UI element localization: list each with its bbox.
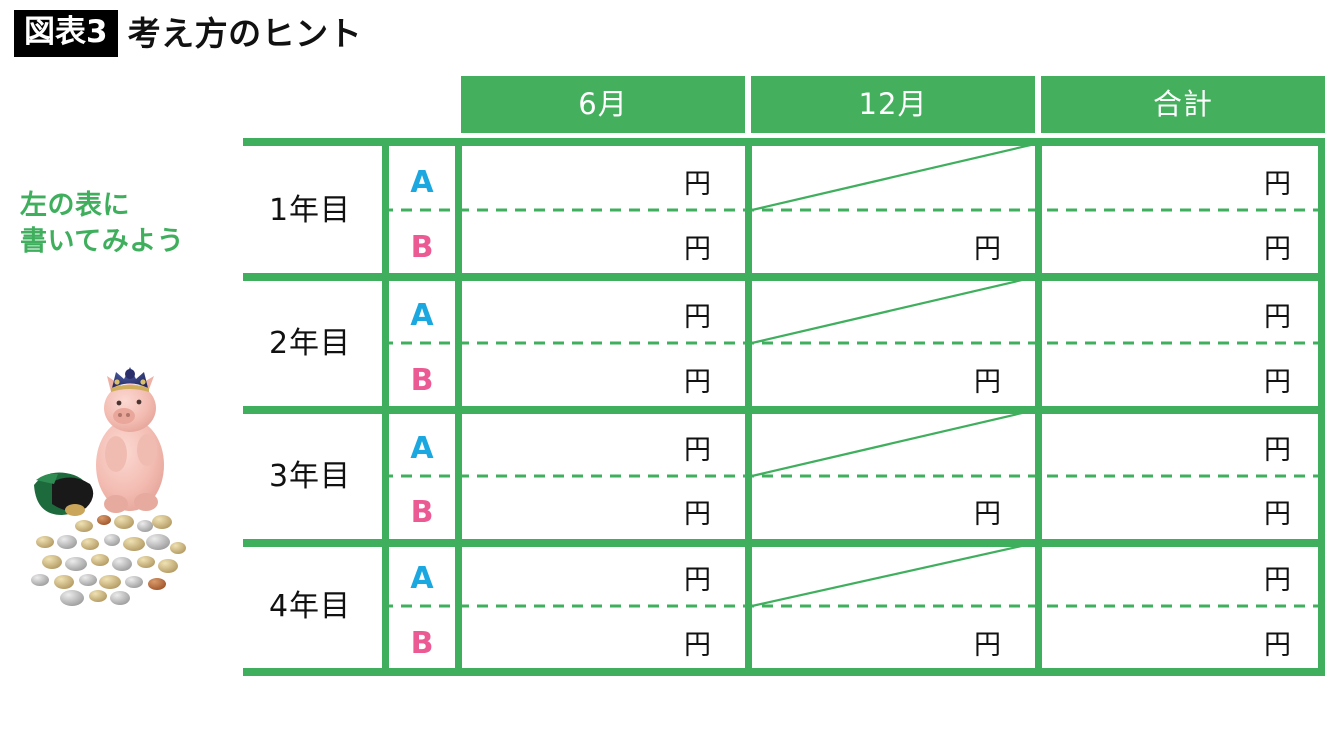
figure-number-badge: 図表3 — [14, 10, 118, 57]
cell-year1-a-jun[interactable]: 円 — [684, 169, 711, 200]
cell-year2-a-total[interactable]: 円 — [1264, 302, 1291, 333]
cell-year3-b-total[interactable]: 円 — [1264, 499, 1291, 530]
cell-year3-a-jun[interactable]: 円 — [684, 435, 711, 466]
side-note: 左の表に 書いてみよう — [20, 188, 235, 261]
plan-label-year2-b: B — [410, 363, 434, 398]
plan-label-year1-b: B — [410, 230, 434, 265]
table-grid — [243, 76, 1325, 676]
coin-purse — [34, 472, 94, 516]
row-group-label-year4: 4年目 — [268, 589, 352, 624]
header-cell-dec — [751, 76, 1035, 133]
strikethrough-lines — [751, 142, 1036, 608]
strike-year3-dec-a — [751, 408, 1036, 478]
ab-divider-lines — [382, 208, 1323, 608]
row-group-label-year1: 1年目 — [268, 193, 352, 228]
plan-label-year4-b: B — [410, 626, 434, 661]
cell-year2-b-total[interactable]: 円 — [1264, 367, 1291, 398]
cell-year3-b-jun[interactable]: 円 — [684, 499, 711, 530]
strike-year2-dec-a — [751, 275, 1036, 345]
page-title: 図表3 考え方のヒント — [14, 10, 362, 57]
worksheet-table: 6月 12月 合計 1年目 A B 円 円 円 円 円 2年目 A B 円 円 … — [243, 76, 1325, 676]
header-cell-total — [1041, 76, 1325, 133]
vline-right-edge — [1318, 138, 1325, 672]
cell-year2-a-jun[interactable]: 円 — [684, 302, 711, 333]
title-heading: 考え方のヒント — [127, 14, 363, 53]
table-text-layer: 6月 12月 合計 1年目 A B 円 円 円 円 円 2年目 A B 円 円 … — [243, 76, 1325, 676]
column-header-jun: 6月 — [578, 87, 628, 121]
piggy-bank-illustration — [12, 330, 222, 615]
row-group-label-year3: 3年目 — [268, 459, 352, 494]
cell-year4-b-total[interactable]: 円 — [1264, 630, 1291, 661]
cell-year3-a-total[interactable]: 円 — [1264, 435, 1291, 466]
scattered-coins — [31, 515, 186, 606]
strike-year1-dec-a — [751, 142, 1036, 212]
cell-year1-b-jun[interactable]: 円 — [684, 234, 711, 265]
vline-ab-jun — [455, 138, 462, 672]
group-line-top — [243, 138, 1325, 146]
cell-year1-b-total[interactable]: 円 — [1264, 234, 1291, 265]
plan-label-year3-b: B — [410, 495, 434, 530]
strike-year4-dec-a — [751, 541, 1036, 608]
plan-label-year3-a: A — [410, 431, 434, 466]
side-note-line-1: 左の表に — [20, 190, 130, 221]
cell-year4-b-dec[interactable]: 円 — [974, 630, 1001, 661]
group-line-3 — [243, 539, 1325, 547]
cell-year1-b-dec[interactable]: 円 — [974, 234, 1001, 265]
group-line-1 — [243, 273, 1325, 281]
group-line-bottom — [243, 668, 1325, 676]
plan-label-year1-a: A — [410, 165, 434, 200]
group-line-2 — [243, 406, 1325, 414]
piggy-bank-figure — [96, 367, 164, 513]
cell-year3-b-dec[interactable]: 円 — [974, 499, 1001, 530]
cell-year4-a-total[interactable]: 円 — [1264, 565, 1291, 596]
cell-year4-a-jun[interactable]: 円 — [684, 565, 711, 596]
plan-label-year4-a: A — [410, 561, 434, 596]
cell-year4-b-jun[interactable]: 円 — [684, 630, 711, 661]
vline-jun-dec — [745, 138, 752, 672]
cell-year1-a-total[interactable]: 円 — [1264, 169, 1291, 200]
header-cell-jun — [461, 76, 745, 133]
column-header-total: 合計 — [1152, 87, 1213, 121]
vline-year-ab — [382, 138, 389, 672]
row-group-label-year2: 2年目 — [268, 326, 352, 361]
vline-dec-total — [1035, 138, 1042, 672]
cell-year2-b-dec[interactable]: 円 — [974, 367, 1001, 398]
cell-year2-b-jun[interactable]: 円 — [684, 367, 711, 398]
side-note-line-2: 書いてみよう — [20, 226, 185, 258]
plan-label-year2-a: A — [410, 298, 434, 333]
column-header-dec: 12月 — [858, 87, 928, 121]
